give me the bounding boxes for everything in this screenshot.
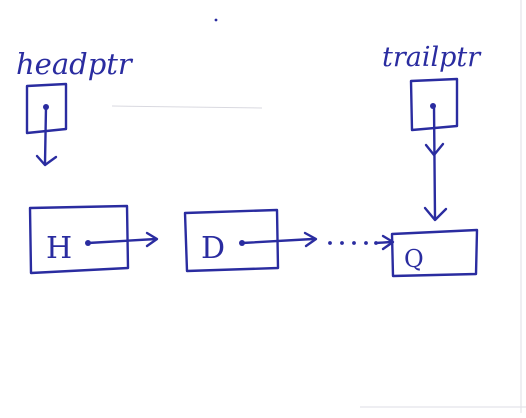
head-pointer-arrowhead: [35, 154, 58, 167]
node-h-label: H: [46, 231, 72, 266]
node-d-box: [183, 208, 280, 273]
node-h-box: [28, 204, 130, 275]
tail-pointer-label: trailptr: [382, 42, 482, 73]
tail-pointer-arrow: [432, 104, 437, 220]
node-d-label: D: [201, 231, 225, 266]
faint-smudge: [111, 105, 263, 109]
head-pointer-box: [25, 82, 68, 135]
node-h-next-arrowhead: [145, 231, 159, 248]
tail-pointer-mid-mark: [424, 142, 445, 157]
ink-speck: [214, 18, 218, 22]
head-pointer-arrow: [43, 105, 48, 165]
ellipsis-continuation: [328, 241, 378, 245]
node-h-next-arrow: [86, 237, 158, 245]
node-q-box: [390, 228, 479, 278]
node-d-next-arrowhead: [303, 231, 318, 248]
node-d-next-arrow: [240, 237, 315, 245]
tail-pointer-box: [409, 77, 459, 132]
head-pointer-label: headptr: [16, 47, 134, 81]
tail-pointer-arrowhead: [423, 206, 448, 222]
ellipsis-arrow: [374, 240, 393, 245]
node-q-label: Q: [404, 245, 424, 273]
